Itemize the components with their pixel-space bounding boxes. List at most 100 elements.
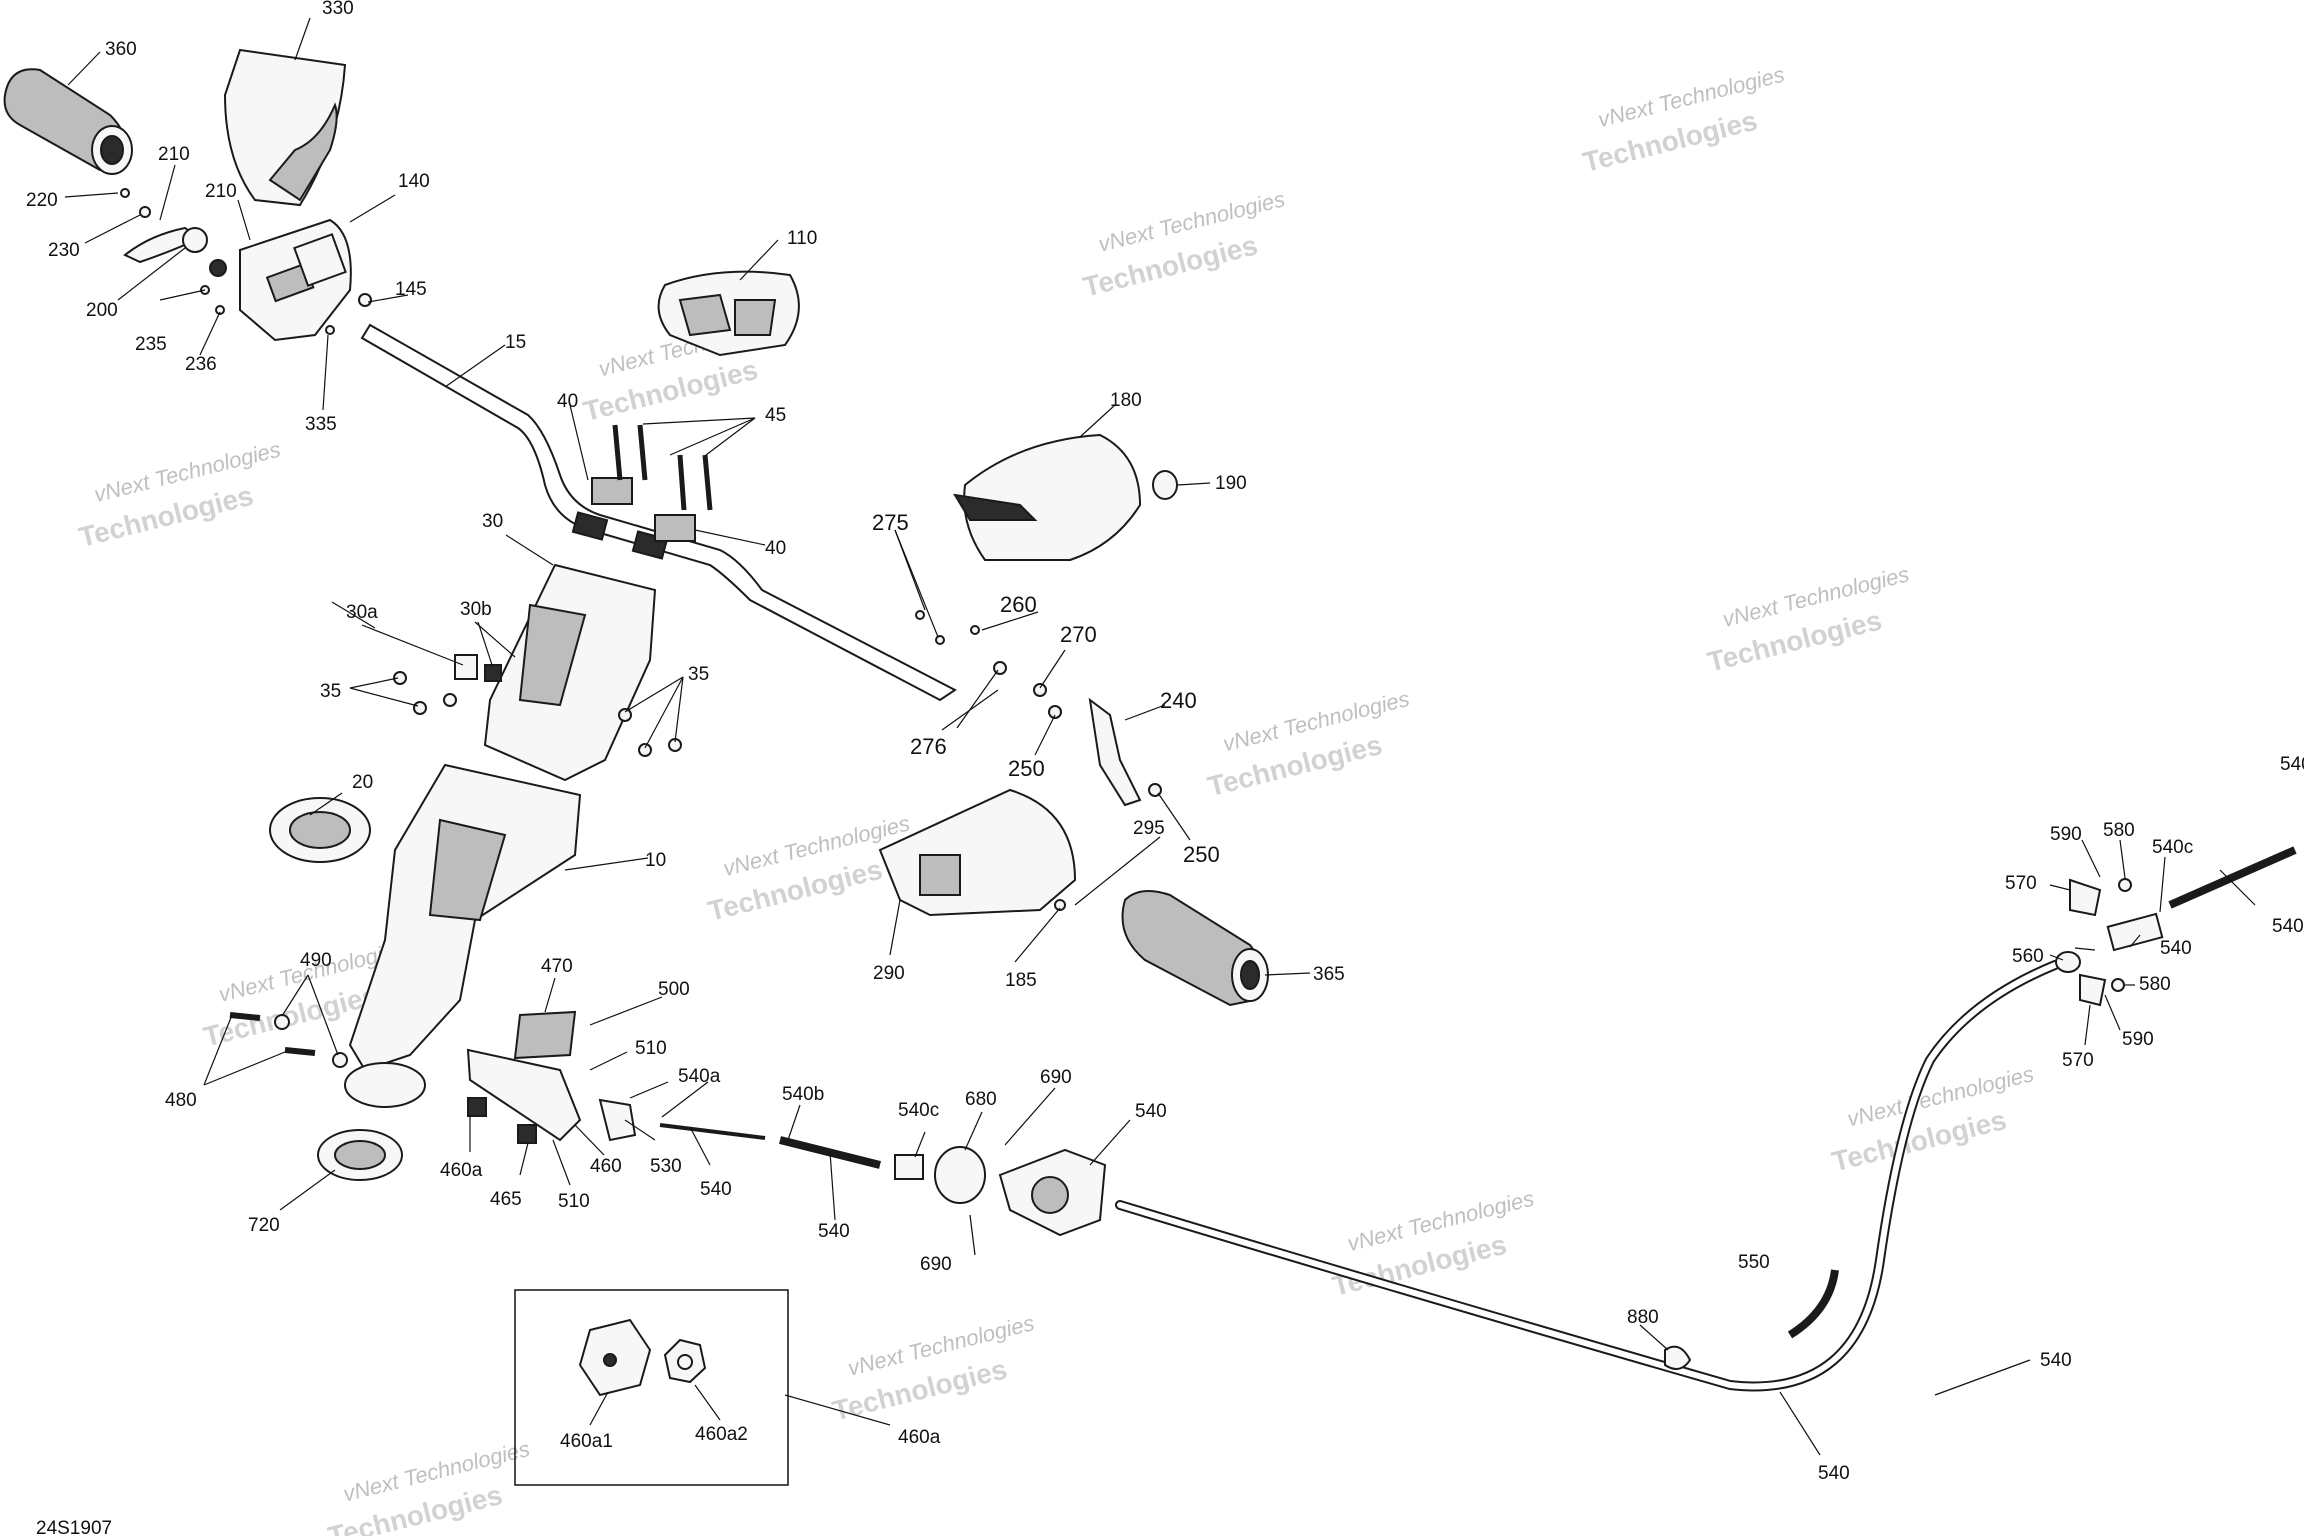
steering-column bbox=[344, 763, 582, 1108]
mechanism-housing bbox=[466, 1048, 582, 1142]
callout-275: 275 bbox=[872, 510, 909, 535]
throttle-cable-outer bbox=[1115, 960, 2060, 1392]
watermark: vNext Technologies Technologies bbox=[76, 437, 283, 553]
left-hand-guard bbox=[223, 48, 347, 207]
block bbox=[467, 1097, 487, 1117]
fastener bbox=[935, 635, 945, 645]
callout-560: 560 bbox=[2012, 946, 2044, 967]
callout-45: 45 bbox=[765, 405, 786, 426]
callout-590: 590 bbox=[2122, 1029, 2154, 1050]
fastener bbox=[915, 610, 925, 620]
diagram-reference-id: 24S1907 bbox=[36, 1518, 112, 1536]
callout-140: 140 bbox=[398, 171, 430, 192]
bar-clamp-bottom bbox=[654, 514, 696, 542]
callout-270: 270 bbox=[1060, 622, 1097, 647]
callout-240: 240 bbox=[1160, 688, 1197, 713]
left-grip bbox=[3, 68, 133, 175]
washer bbox=[2055, 951, 2081, 973]
mechanism-link bbox=[598, 1098, 637, 1142]
callout-35: 35 bbox=[320, 681, 341, 702]
callout-335: 335 bbox=[305, 414, 337, 435]
callout-190: 190 bbox=[1215, 473, 1247, 494]
fastener bbox=[413, 701, 427, 715]
right-switch-housing bbox=[878, 788, 1077, 917]
callout-580: 580 bbox=[2139, 974, 2171, 995]
actuator-assembly bbox=[998, 1148, 1107, 1237]
inset-460a bbox=[514, 1289, 789, 1486]
callout-460a2: 460a2 bbox=[695, 1424, 748, 1445]
watermark: vNext Technologies Technologies bbox=[1829, 1061, 2036, 1177]
callout-460a: 460a bbox=[440, 1160, 483, 1181]
right-lever bbox=[1088, 697, 1142, 807]
washer bbox=[332, 1052, 348, 1068]
callout-230: 230 bbox=[48, 240, 80, 261]
fastener bbox=[638, 743, 652, 757]
callout-360: 360 bbox=[105, 39, 137, 60]
callout-510: 510 bbox=[558, 1191, 590, 1212]
upper-cover bbox=[657, 270, 800, 357]
block bbox=[517, 1124, 537, 1144]
callout-260: 260 bbox=[1000, 592, 1037, 617]
callout-540c: 540c bbox=[898, 1100, 939, 1121]
callout-460a: 460a bbox=[898, 1427, 941, 1448]
callout-110: 110 bbox=[787, 228, 817, 249]
callout-460a1: 460a1 bbox=[560, 1431, 613, 1452]
fastener bbox=[325, 325, 335, 335]
steering-ring-inner bbox=[289, 811, 351, 849]
washer bbox=[1033, 683, 1047, 697]
callout-30: 30 bbox=[482, 511, 503, 532]
callout-250: 250 bbox=[1008, 756, 1045, 781]
callout-510: 510 bbox=[635, 1038, 667, 1059]
bracket bbox=[2079, 973, 2107, 1007]
fastener bbox=[393, 671, 407, 685]
parts-layer bbox=[3, 48, 2297, 1392]
fastener bbox=[120, 188, 130, 198]
fitting bbox=[2106, 912, 2164, 952]
fastener bbox=[443, 693, 457, 707]
callout-880: 880 bbox=[1627, 1307, 1659, 1328]
throttle-cable-inner bbox=[1117, 962, 2058, 1390]
callout-690: 690 bbox=[1040, 1067, 1072, 1088]
washer bbox=[139, 206, 151, 218]
watermark: vNext Technologies Technologies bbox=[1205, 686, 1412, 802]
callout-10: 10 bbox=[645, 850, 666, 871]
mechanism-plate bbox=[513, 1010, 577, 1060]
callout-500: 500 bbox=[658, 979, 690, 1000]
callout-460: 460 bbox=[590, 1156, 622, 1177]
clamp-bolts bbox=[612, 424, 713, 511]
cable-clip bbox=[1664, 1345, 1692, 1370]
callout-210: 210 bbox=[158, 144, 190, 165]
column-nut-inner bbox=[334, 1140, 386, 1170]
callout-540a: 540a bbox=[678, 1066, 721, 1087]
fastener bbox=[1054, 899, 1066, 911]
callout-540: 540 bbox=[2160, 938, 2192, 959]
watermark: vNext Technologies Technologies bbox=[1080, 186, 1287, 302]
fastener bbox=[970, 625, 980, 635]
bolt bbox=[229, 1012, 261, 1021]
callout-235: 235 bbox=[135, 334, 167, 355]
fastener bbox=[618, 708, 632, 722]
callout-30a: 30a bbox=[346, 602, 378, 623]
watermark: vNext Technologies Technologies bbox=[325, 1436, 532, 1536]
callout-470: 470 bbox=[541, 956, 573, 977]
lever-pivot bbox=[182, 227, 208, 253]
callout-570: 570 bbox=[2062, 1050, 2094, 1071]
callout-490: 490 bbox=[300, 950, 332, 971]
callout-540c: 540c bbox=[2152, 837, 2193, 858]
callout-labels: 330 360 210 210 140 220 230 110 200 145 … bbox=[26, 0, 2304, 1484]
bracket bbox=[2069, 878, 2102, 917]
callout-530: 530 bbox=[650, 1156, 682, 1177]
callout-200: 200 bbox=[86, 300, 118, 321]
callout-540: 540 bbox=[1818, 1463, 1850, 1484]
watermark: vNext Technologies Technologies bbox=[1580, 62, 1787, 178]
callout-580: 580 bbox=[2103, 820, 2135, 841]
washer bbox=[209, 259, 227, 277]
fastener bbox=[358, 293, 372, 307]
callout-330: 330 bbox=[322, 0, 354, 19]
rod bbox=[659, 1123, 766, 1140]
callout-540: 540 bbox=[1135, 1101, 1167, 1122]
right-hand-guard bbox=[953, 433, 1142, 561]
callout-40: 40 bbox=[557, 391, 578, 412]
callout-220: 220 bbox=[26, 190, 58, 211]
watermark: vNext Technologies Technologies bbox=[1329, 1186, 1536, 1302]
